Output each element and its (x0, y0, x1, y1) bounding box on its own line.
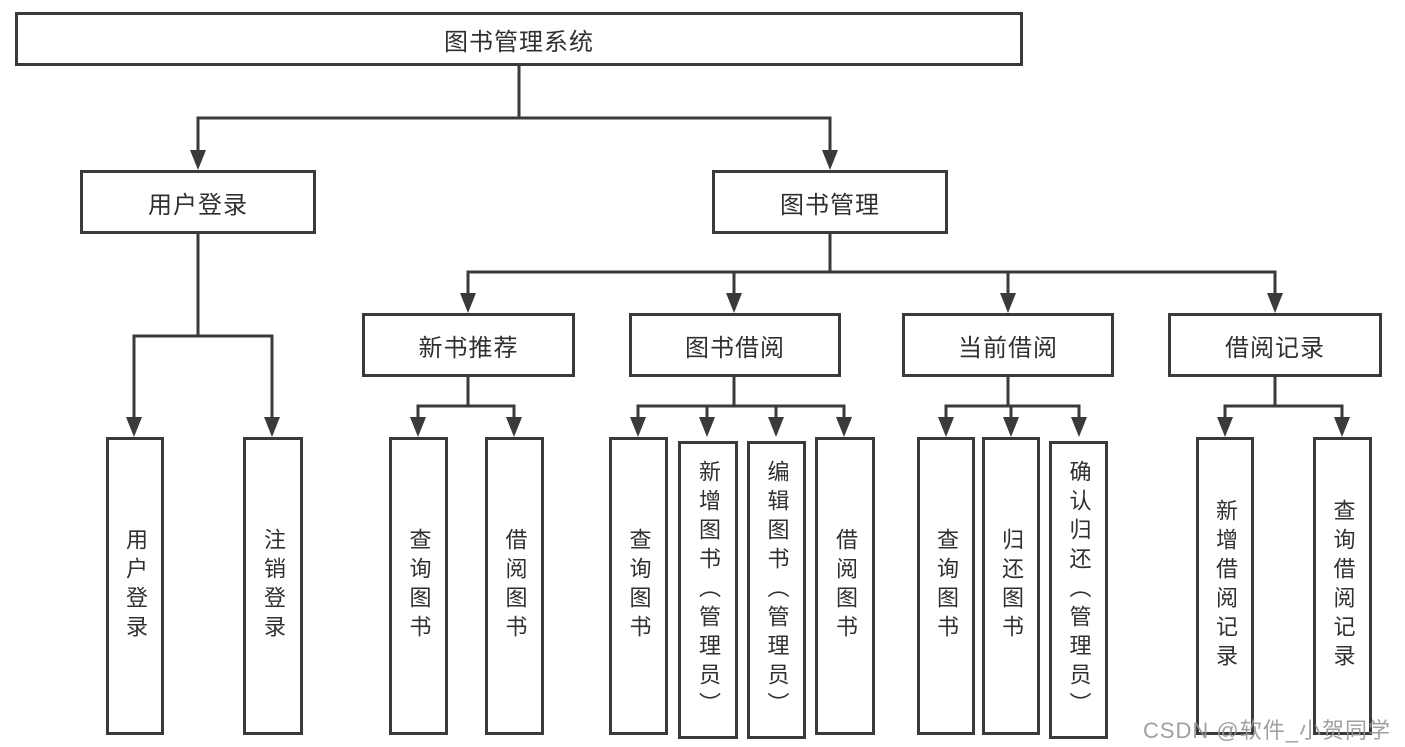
leaf-borrow-books-recommend: 借阅图书 (485, 437, 544, 735)
leaf-query-books-borrowing: 查询图书 (609, 437, 668, 735)
leaf-query-books-current: 查询图书 (917, 437, 975, 735)
leaf-add-borrow-record: 新增借阅记录 (1196, 437, 1254, 735)
leaf-label: 查询图书 (406, 528, 432, 644)
node-label: 借阅记录 (1225, 334, 1325, 362)
leaf-label: 查询图书 (626, 528, 652, 644)
leaf-logout: 注销登录 (243, 437, 303, 735)
node-borrowing-records: 借阅记录 (1168, 313, 1382, 377)
node-new-book-recommend: 新书推荐 (362, 313, 575, 377)
leaf-label: 借阅图书 (502, 528, 528, 644)
node-label: 图书管理系统 (444, 28, 594, 56)
leaf-return-book: 归还图书 (982, 437, 1040, 735)
node-library-management-system: 图书管理系统 (15, 12, 1023, 66)
leaf-label: 编辑图书（管理员） (764, 459, 790, 721)
arrowhead-icons (126, 150, 1350, 437)
node-label: 当前借阅 (958, 334, 1058, 362)
leaf-query-borrow-record: 查询借阅记录 (1313, 437, 1372, 735)
leaf-label: 确认归还（管理员） (1066, 459, 1092, 721)
leaf-label: 注销登录 (261, 528, 286, 644)
node-book-borrowing: 图书借阅 (629, 313, 841, 377)
csdn-watermark: CSDN @软件_小贺同学 (1142, 718, 1391, 743)
leaf-label: 借阅图书 (833, 528, 858, 644)
node-label: 新书推荐 (418, 334, 519, 362)
node-label: 用户登录 (148, 191, 248, 219)
node-current-borrowing: 当前借阅 (902, 313, 1114, 377)
leaf-label: 归还图书 (999, 528, 1024, 644)
node-label: 图书管理 (780, 191, 880, 219)
leaf-label: 查询借阅记录 (1330, 499, 1356, 673)
leaf-user-login: 用户登录 (106, 437, 164, 735)
leaf-edit-book-admin: 编辑图书（管理员） (747, 441, 806, 739)
leaf-confirm-return-admin: 确认归还（管理员） (1049, 441, 1108, 739)
leaf-label: 查询图书 (934, 528, 959, 644)
node-user-login: 用户登录 (80, 170, 316, 234)
node-book-management: 图书管理 (712, 170, 948, 234)
node-label: 图书借阅 (685, 334, 785, 362)
leaf-label: 新增图书（管理员） (696, 459, 721, 721)
leaf-label: 用户登录 (123, 528, 148, 644)
leaf-query-books-recommend: 查询图书 (389, 437, 448, 735)
leaf-label: 新增借阅记录 (1213, 499, 1238, 673)
leaf-add-book-admin: 新增图书（管理员） (678, 441, 738, 739)
leaf-borrow-books-borrowing: 借阅图书 (815, 437, 875, 735)
